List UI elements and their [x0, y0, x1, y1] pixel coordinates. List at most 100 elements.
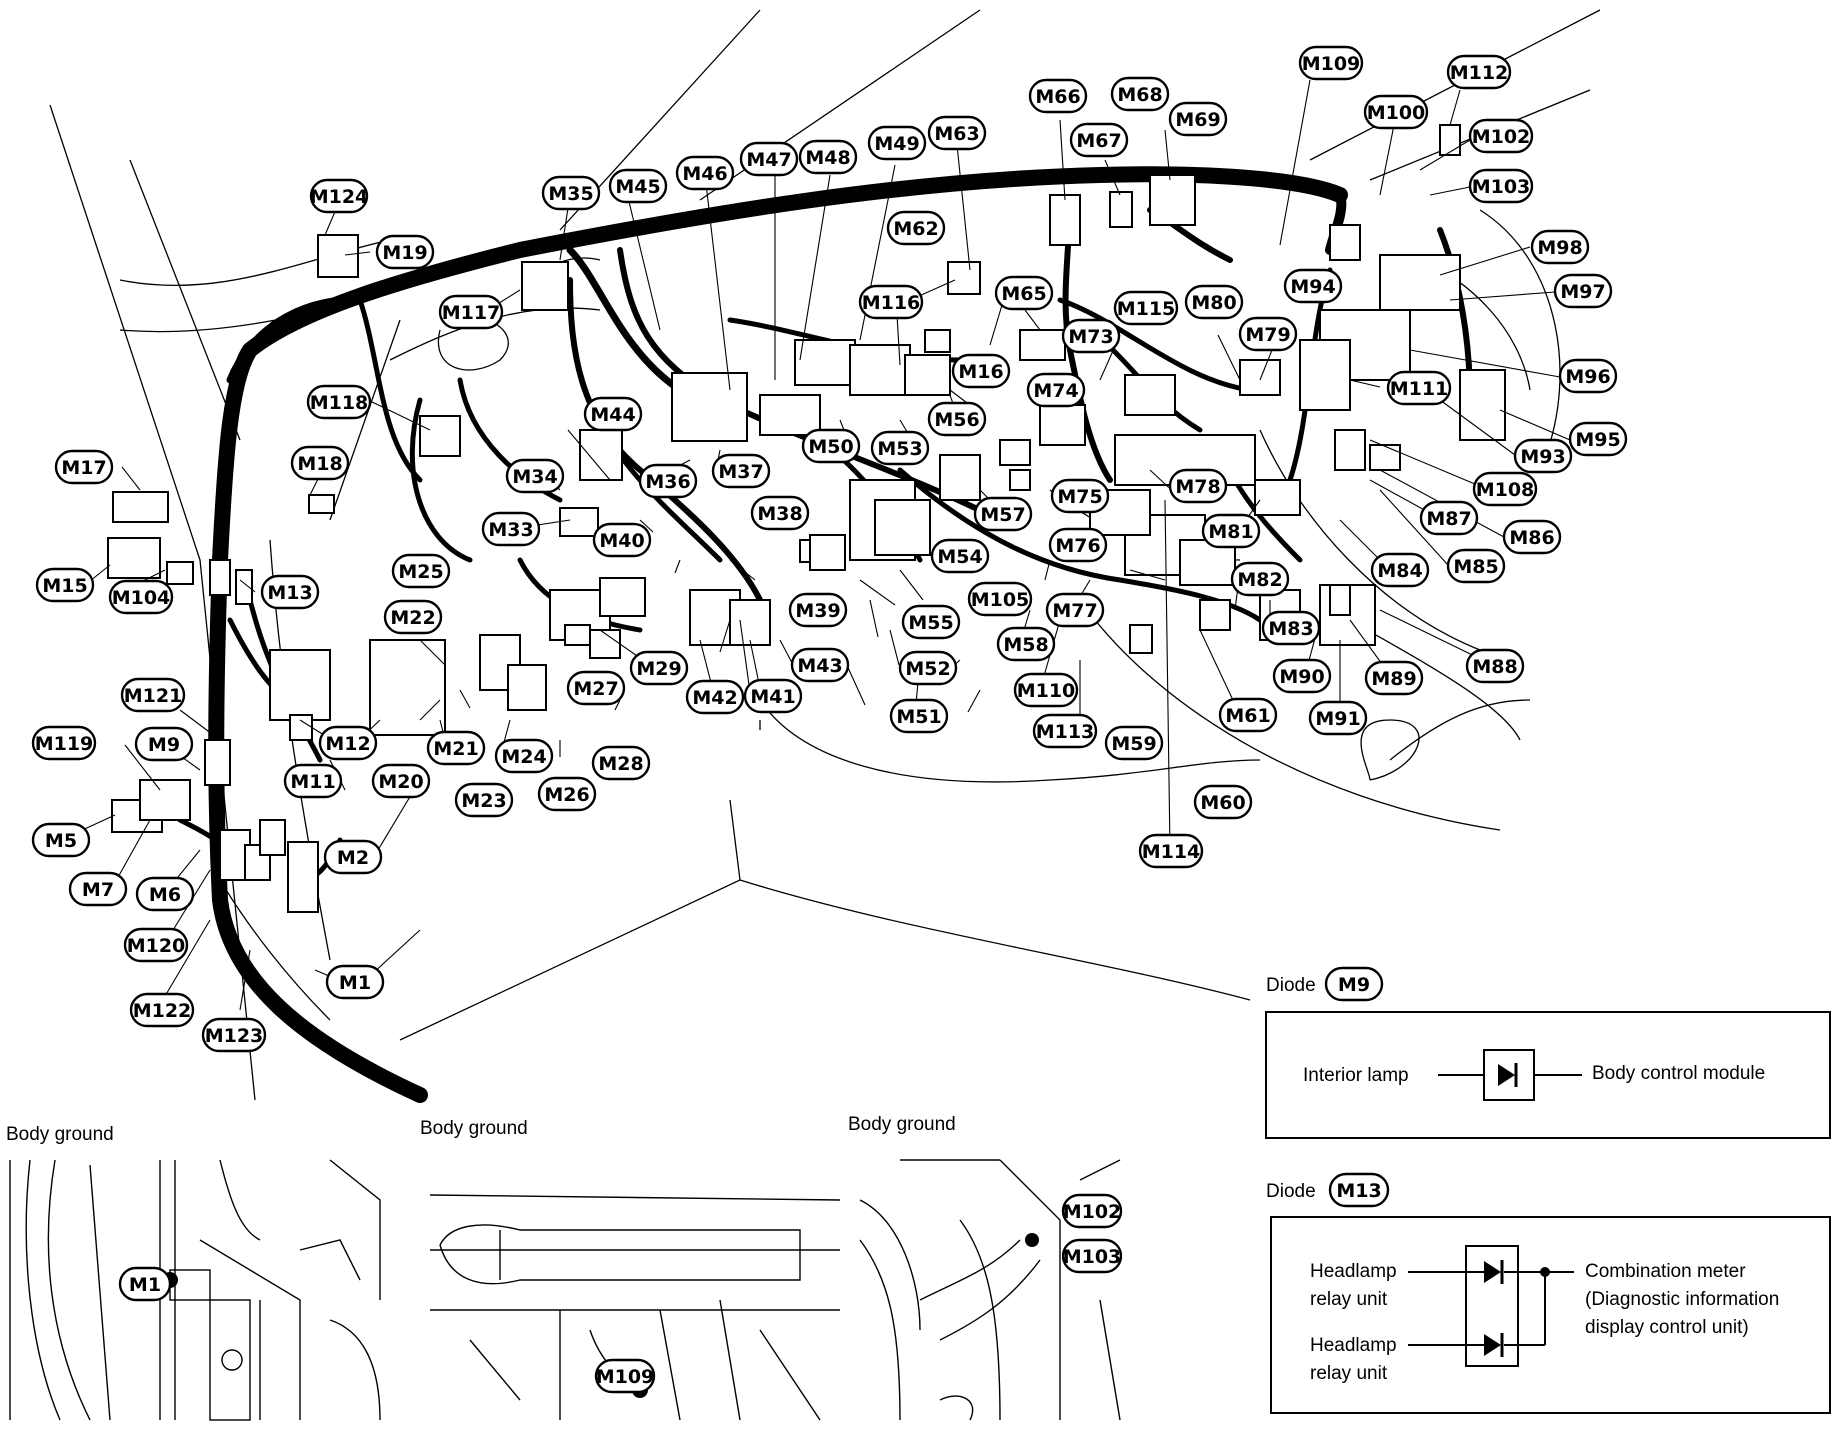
callout-m104: M104 [108, 579, 174, 615]
svg-text:display control unit): display control unit) [1585, 1317, 1749, 1338]
svg-text:M25: M25 [398, 561, 443, 583]
callout-m67: M67 [1069, 122, 1129, 158]
callout-m98: M98 [1530, 229, 1590, 265]
svg-text:M11: M11 [290, 771, 335, 793]
svg-text:M123: M123 [205, 1025, 264, 1047]
callout-m35: M35 [541, 175, 601, 211]
svg-text:M9: M9 [148, 734, 180, 756]
svg-text:Combination meter: Combination meter [1585, 1261, 1746, 1282]
svg-text:M1: M1 [129, 1274, 161, 1296]
callout-m93: M93 [1513, 438, 1573, 474]
svg-text:M115: M115 [1117, 298, 1176, 320]
svg-text:M111: M111 [1390, 378, 1449, 400]
svg-text:M98: M98 [1537, 237, 1582, 259]
svg-text:M90: M90 [1279, 666, 1324, 688]
callout-m12: M12 [318, 725, 378, 761]
callout-m118: M118 [306, 384, 372, 420]
svg-text:M26: M26 [544, 784, 589, 806]
svg-text:M53: M53 [877, 438, 922, 460]
callout-m86: M86 [1502, 519, 1562, 555]
svg-text:M82: M82 [1237, 569, 1282, 591]
callout-m84: M84 [1370, 552, 1430, 588]
svg-text:M121: M121 [124, 685, 183, 707]
callout-m113: M113 [1032, 713, 1098, 749]
callout-m75: M75 [1050, 478, 1110, 514]
svg-text:Body ground: Body ground [420, 1118, 528, 1139]
callout-m68: M68 [1110, 76, 1170, 112]
callout-m36: M36 [638, 463, 698, 499]
svg-text:M29: M29 [636, 658, 681, 680]
svg-text:Headlamp: Headlamp [1310, 1261, 1397, 1282]
svg-text:M43: M43 [797, 655, 842, 677]
svg-text:M118: M118 [310, 392, 369, 414]
svg-text:Headlamp: Headlamp [1310, 1335, 1397, 1356]
inset-ground-m109: Body ground M109 [420, 1118, 841, 1421]
callout-m62: M62 [886, 210, 946, 246]
callout-m79: M79 [1238, 316, 1298, 352]
callout-m103: M103 [1468, 168, 1534, 204]
svg-text:M122: M122 [133, 1000, 192, 1022]
svg-text:M45: M45 [615, 176, 660, 198]
callout-m29: M29 [629, 650, 689, 686]
svg-text:M96: M96 [1565, 366, 1610, 388]
svg-text:M112: M112 [1450, 62, 1509, 84]
callout-m69: M69 [1168, 101, 1228, 137]
svg-text:M47: M47 [746, 149, 791, 171]
svg-text:M124: M124 [310, 186, 369, 208]
svg-text:M91: M91 [1315, 708, 1360, 730]
svg-text:M24: M24 [501, 746, 546, 768]
svg-text:M84: M84 [1377, 560, 1422, 582]
callout-m112: M112 [1446, 54, 1512, 90]
callout-m7: M7 [68, 871, 128, 907]
callout-m42: M42 [685, 679, 745, 715]
callout-m58: M58 [996, 626, 1056, 662]
callout-m5: M5 [31, 822, 91, 858]
diode-m9-panel: Diode M9 Interior lamp Body control modu… [1265, 966, 1831, 1139]
callout-m76: M76 [1048, 527, 1108, 563]
callout-m54: M54 [930, 538, 990, 574]
callout-m124: M124 [310, 178, 369, 214]
callout-m116: M116 [858, 284, 924, 320]
callout-m66: M66 [1028, 78, 1088, 114]
svg-text:M103: M103 [1472, 176, 1531, 198]
svg-text:M21: M21 [433, 738, 478, 760]
callout-m119: M119 [31, 725, 97, 761]
svg-text:M51: M51 [896, 706, 941, 728]
svg-text:M108: M108 [1476, 479, 1535, 501]
callout-m59: M59 [1104, 725, 1164, 761]
svg-text:M23: M23 [461, 790, 506, 812]
svg-text:M63: M63 [934, 123, 979, 145]
svg-text:M94: M94 [1290, 276, 1335, 298]
callout-m39: M39 [788, 592, 848, 628]
callout-m120: M120 [123, 927, 189, 963]
svg-text:Diode: Diode [1266, 1181, 1316, 1202]
svg-text:M52: M52 [905, 658, 950, 680]
callout-m109: M109 [1298, 45, 1364, 81]
svg-text:M113: M113 [1036, 721, 1095, 743]
svg-text:Body ground: Body ground [848, 1114, 956, 1135]
svg-text:relay unit: relay unit [1310, 1289, 1388, 1310]
svg-text:M100: M100 [1367, 102, 1426, 124]
callout-m20: M20 [371, 763, 431, 799]
svg-text:M97: M97 [1560, 281, 1605, 303]
svg-text:M13: M13 [267, 582, 312, 604]
svg-text:M59: M59 [1111, 733, 1156, 755]
callout-m115: M115 [1113, 290, 1179, 326]
svg-text:M38: M38 [757, 503, 802, 525]
svg-text:M42: M42 [692, 687, 737, 709]
svg-text:M20: M20 [378, 771, 423, 793]
callout-m80: M80 [1184, 284, 1244, 320]
callout-m26: M26 [537, 776, 597, 812]
callout-m28: M28 [591, 745, 651, 781]
svg-text:M33: M33 [488, 519, 533, 541]
svg-text:M13: M13 [1336, 1180, 1381, 1202]
callout-m57: M57 [973, 496, 1033, 532]
svg-text:M105: M105 [971, 589, 1030, 611]
callout-labels: M124 M19 M35 M45 M46 M47 M48 M49 M63 M66… [31, 45, 1628, 1053]
svg-text:Interior lamp: Interior lamp [1303, 1065, 1409, 1086]
callout-m94: M94 [1283, 268, 1343, 304]
callout-m45: M45 [608, 168, 668, 204]
svg-text:M119: M119 [35, 733, 94, 755]
svg-text:M9: M9 [1338, 974, 1370, 996]
callout-m74: M74 [1026, 372, 1086, 408]
